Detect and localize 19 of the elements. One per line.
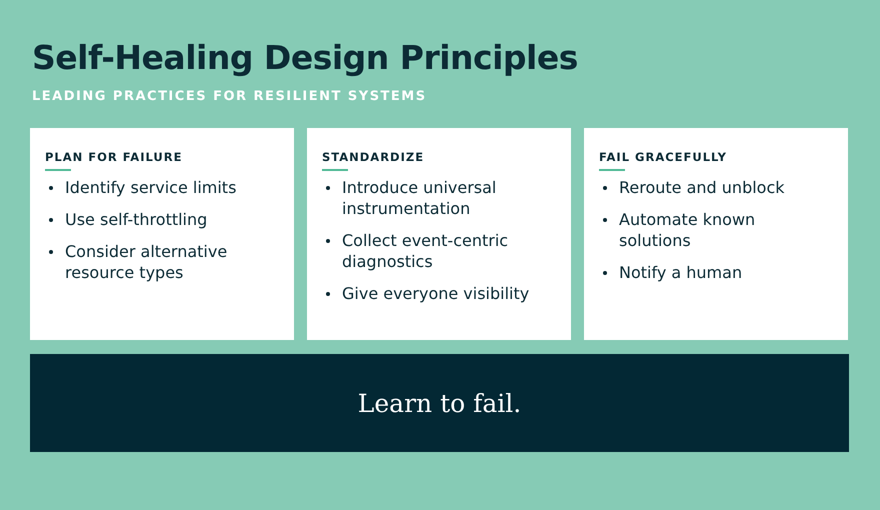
title: Self-Healing Design Principles: [32, 38, 578, 77]
bullet-text: Give everyone visibility: [342, 284, 530, 303]
principle-card: [584, 128, 848, 340]
bullet-text: Collect event-centric diagnostics: [342, 231, 508, 271]
principle-card: [30, 128, 294, 340]
bullet-text: Consider alternative resource types: [65, 242, 228, 282]
banner: [30, 354, 849, 452]
bullet-text: Introduce universal instrumentation: [342, 178, 496, 218]
bullet-text: Identify service limits: [65, 178, 236, 197]
subtitle: LEADING PRACTICES FOR RESILIENT SYSTEMS: [32, 89, 427, 104]
card-heading: STANDARDIZE: [322, 150, 424, 164]
bullet-text: Automate known solutions: [619, 210, 756, 250]
card-heading: FAIL GRACEFULLY: [599, 150, 727, 164]
bullet-text: Use self-throttling: [65, 210, 208, 229]
banner-text: Learn to fail.: [358, 388, 522, 418]
card-heading: PLAN FOR FAILURE: [45, 150, 182, 164]
principle-card: [307, 128, 571, 340]
bullet-text: Notify a human: [619, 263, 742, 282]
bullet-text: Reroute and unblock: [619, 178, 785, 197]
